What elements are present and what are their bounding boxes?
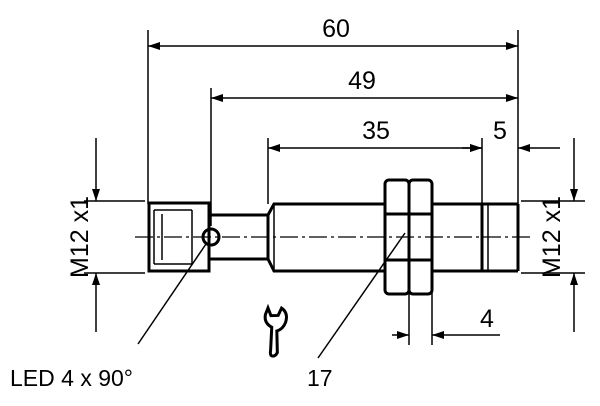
led-label: LED 4 x 90° [10, 365, 133, 391]
nut-right [407, 178, 434, 296]
led-indicator [201, 227, 221, 247]
extension-lines [84, 30, 585, 345]
dim-60-label: 60 [322, 15, 350, 43]
dimension-lines [92, 42, 578, 339]
dim-35-label: 35 [362, 117, 390, 145]
left-thread-section [147, 201, 211, 273]
dim-49-label: 49 [348, 67, 376, 95]
dim-4-label: 4 [480, 305, 494, 333]
sensor-body [135, 178, 530, 296]
wrench-size-label: 17 [307, 365, 333, 391]
leader-lines [137, 232, 406, 359]
dim-5-label: 5 [493, 117, 507, 145]
left-thread-label: M12 x1 [66, 196, 94, 278]
right-thread-label: M12 x1 [538, 196, 566, 278]
wrench-icon [263, 303, 288, 358]
